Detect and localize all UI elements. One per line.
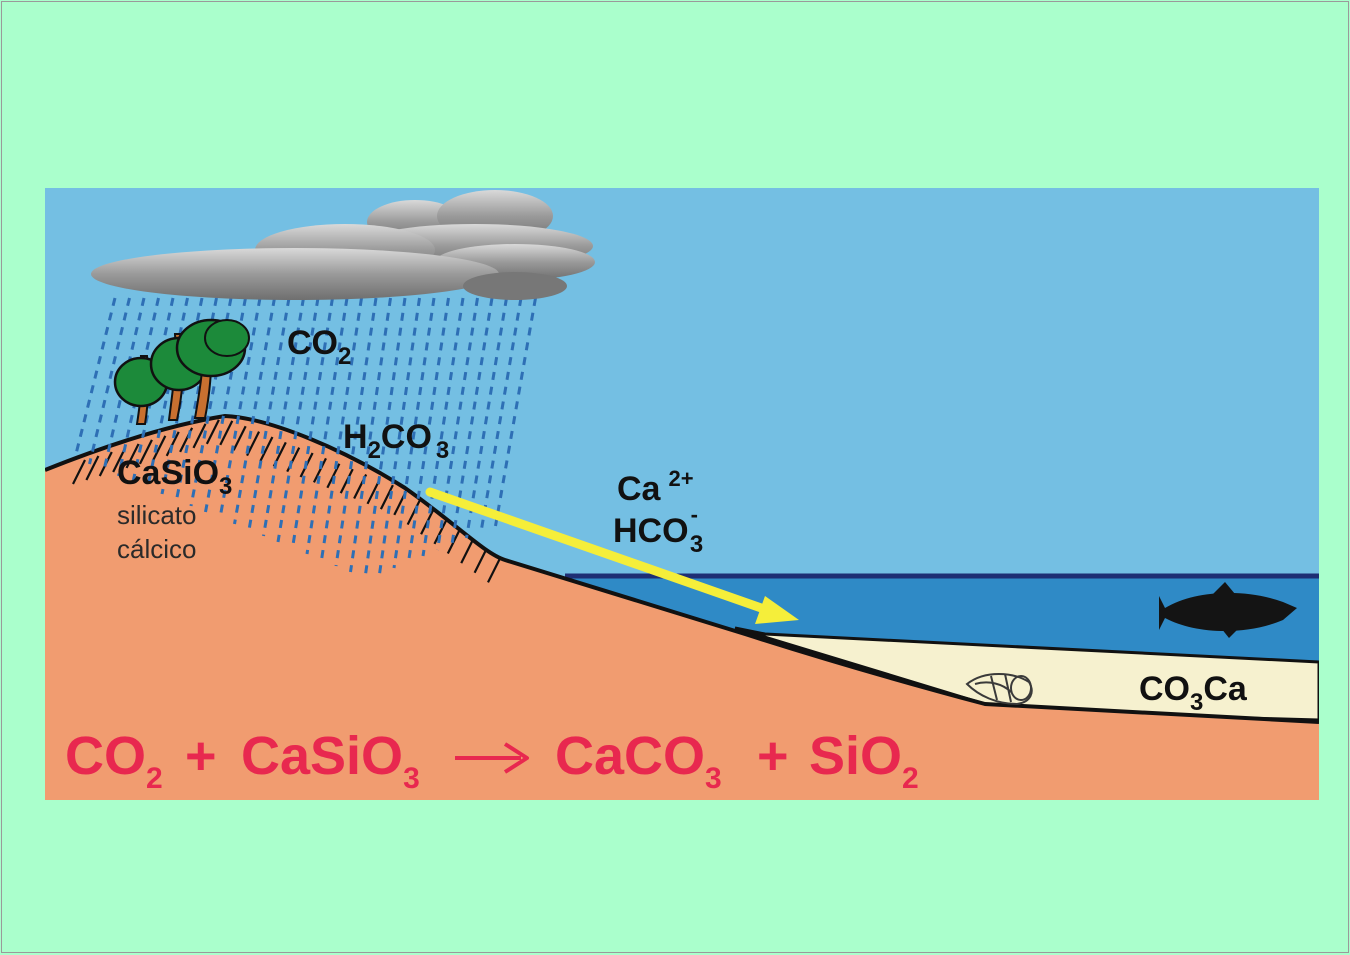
label-co3ca: CO3Ca	[1139, 670, 1248, 716]
ground-outline	[45, 413, 1319, 724]
fish-icon	[1159, 582, 1297, 638]
chemical-equation: CO2 + CaSiO3 CaCO3 + SiO2	[65, 726, 919, 795]
label-casio3: CaSiO3	[117, 454, 232, 500]
reaction-arrow	[455, 742, 529, 774]
label-calcico: cálcico	[117, 534, 196, 564]
svg-text:CaSiO3: CaSiO3	[241, 726, 420, 795]
svg-text:+: +	[185, 726, 217, 786]
svg-text:CO2: CO2	[65, 726, 163, 795]
label-co2: CO2	[287, 324, 351, 370]
svg-text:CaCO3: CaCO3	[555, 726, 722, 795]
cloud-icon	[91, 190, 595, 300]
arrow-icon	[425, 487, 799, 624]
label-silicato: silicato	[117, 500, 196, 530]
svg-text:+: +	[757, 726, 789, 786]
ground	[45, 416, 1319, 800]
shell-icon	[965, 673, 1033, 706]
label-hco3-ion: HCO-3	[613, 502, 703, 558]
svg-text:SiO2: SiO2	[809, 726, 919, 795]
tree-icon	[113, 318, 250, 425]
